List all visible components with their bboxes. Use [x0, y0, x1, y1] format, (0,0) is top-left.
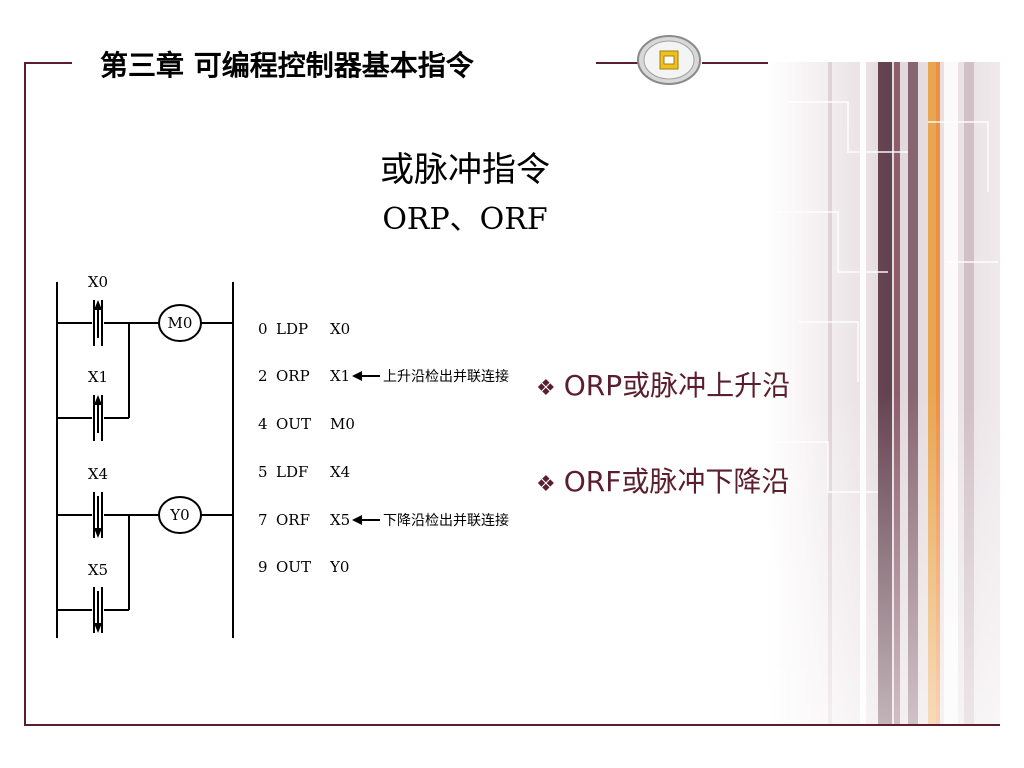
- coil-label-y0: Y0: [169, 506, 189, 524]
- operand: X0: [330, 320, 350, 338]
- frame-top-left: [24, 62, 72, 64]
- instruction-list: 0 LDP X0 2 ORP X1 上升沿检出并联连接 4 OUT M0 5 L…: [258, 320, 509, 576]
- diamond-bullet-icon: ❖: [536, 376, 556, 401]
- step-number: 5: [258, 463, 268, 481]
- opcode: ORP: [276, 367, 310, 385]
- arrowhead: [352, 371, 362, 381]
- opcode: LDF: [276, 463, 308, 481]
- step-number: 7: [258, 511, 268, 529]
- bullet-list-2: ❖ ORF或脉冲下降沿: [536, 460, 789, 500]
- decorative-background-panel: [768, 62, 1000, 724]
- light-streaks-graphic: [768, 62, 1000, 724]
- operand: M0: [330, 415, 355, 433]
- opcode: LDP: [276, 320, 308, 338]
- note-rising-edge: 上升沿检出并联连接: [383, 368, 509, 385]
- frame-top-mid: [596, 62, 638, 64]
- opcode: ORF: [276, 511, 310, 529]
- slide-title-chinese: 或脉冲指令: [380, 150, 550, 190]
- step-number: 4: [258, 415, 268, 433]
- bullet-text: ORP或脉冲上升沿: [563, 369, 791, 402]
- bullet-item: ❖ ORF或脉冲下降沿: [536, 460, 789, 500]
- step-number: 9: [258, 558, 268, 576]
- frame-left: [24, 62, 26, 726]
- contact-label-x0: X0: [88, 273, 108, 291]
- bullet-list: ❖ ORP或脉冲上升沿: [536, 364, 790, 404]
- operand: X4: [330, 463, 350, 481]
- bullet-item: ❖ ORP或脉冲上升沿: [536, 364, 790, 404]
- opcode: OUT: [276, 558, 311, 576]
- diamond-bullet-icon: ❖: [536, 472, 556, 497]
- arrowhead: [352, 515, 362, 525]
- note-falling-edge: 下降沿检出并联连接: [383, 512, 509, 529]
- contact-label-x1: X1: [88, 368, 108, 386]
- chapter-title: 第三章 可编程控制器基本指令: [100, 49, 474, 82]
- contact-label-x4: X4: [88, 465, 108, 483]
- contact-label-x5: X5: [88, 561, 108, 579]
- operand: X1: [330, 367, 350, 385]
- operand: X5: [330, 511, 350, 529]
- bullet-text: ORF或脉冲下降沿: [563, 465, 790, 498]
- operand: Y0: [329, 558, 349, 576]
- ladder-diagram: X0 M0 X1 X4 Y0 X5 0 LDP X0 2 ORP X1 上升沿检…: [56, 273, 509, 638]
- opcode: OUT: [276, 415, 311, 433]
- frame-bottom: [24, 724, 1000, 726]
- coil-label-m0: M0: [168, 314, 193, 332]
- step-number: 0: [258, 320, 268, 338]
- emblem-icon: [636, 34, 702, 86]
- slide-title-english: ORP、ORF: [382, 202, 548, 237]
- step-number: 2: [258, 367, 268, 385]
